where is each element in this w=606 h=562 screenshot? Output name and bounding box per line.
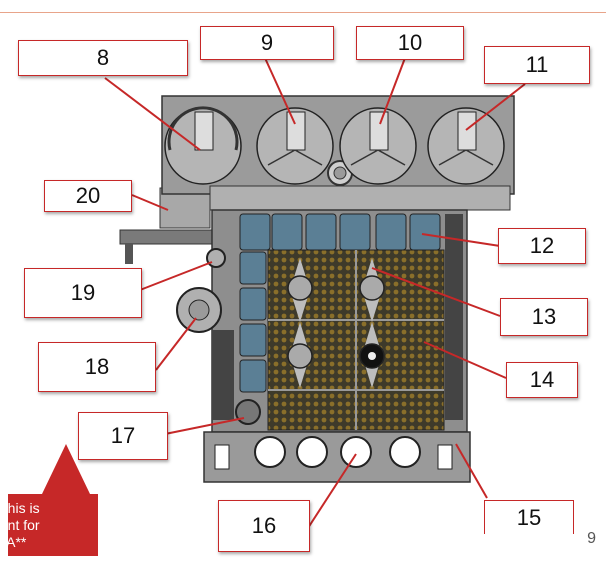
callout-11: 11 bbox=[484, 46, 590, 84]
callout-9: 9 bbox=[200, 26, 334, 60]
callout-10: 10 bbox=[356, 26, 464, 60]
note-line-2: tant for bbox=[8, 517, 40, 533]
carousel-11 bbox=[427, 107, 505, 185]
callout-18: 18 bbox=[38, 342, 156, 392]
cartridge-row bbox=[239, 213, 441, 393]
note-line-3: DA** bbox=[8, 534, 27, 550]
carousel-10 bbox=[339, 107, 417, 185]
side-bracket bbox=[119, 187, 221, 264]
callout-16: 16 bbox=[218, 500, 310, 552]
tip-tray bbox=[267, 249, 445, 431]
carousel-9 bbox=[256, 107, 334, 185]
callout-13: 13 bbox=[500, 298, 588, 336]
page-number: 9 bbox=[587, 530, 596, 547]
bottom-bar bbox=[203, 431, 471, 483]
header-rule bbox=[0, 12, 606, 13]
note-callout: f this is tant for DA** bbox=[8, 494, 98, 556]
callout-17: 17 bbox=[78, 412, 168, 460]
leader-lines bbox=[104, 57, 526, 529]
callout-19: 19 bbox=[24, 268, 142, 318]
callout-20: 20 bbox=[44, 180, 132, 212]
callout-14: 14 bbox=[506, 362, 578, 398]
callout-8: 8 bbox=[18, 40, 188, 76]
callout-12: 12 bbox=[498, 228, 586, 264]
callout-15: 15 bbox=[484, 500, 574, 534]
note-line-1: f this is bbox=[8, 500, 40, 516]
carousel-8 bbox=[164, 106, 242, 185]
note-pointer bbox=[42, 444, 90, 494]
